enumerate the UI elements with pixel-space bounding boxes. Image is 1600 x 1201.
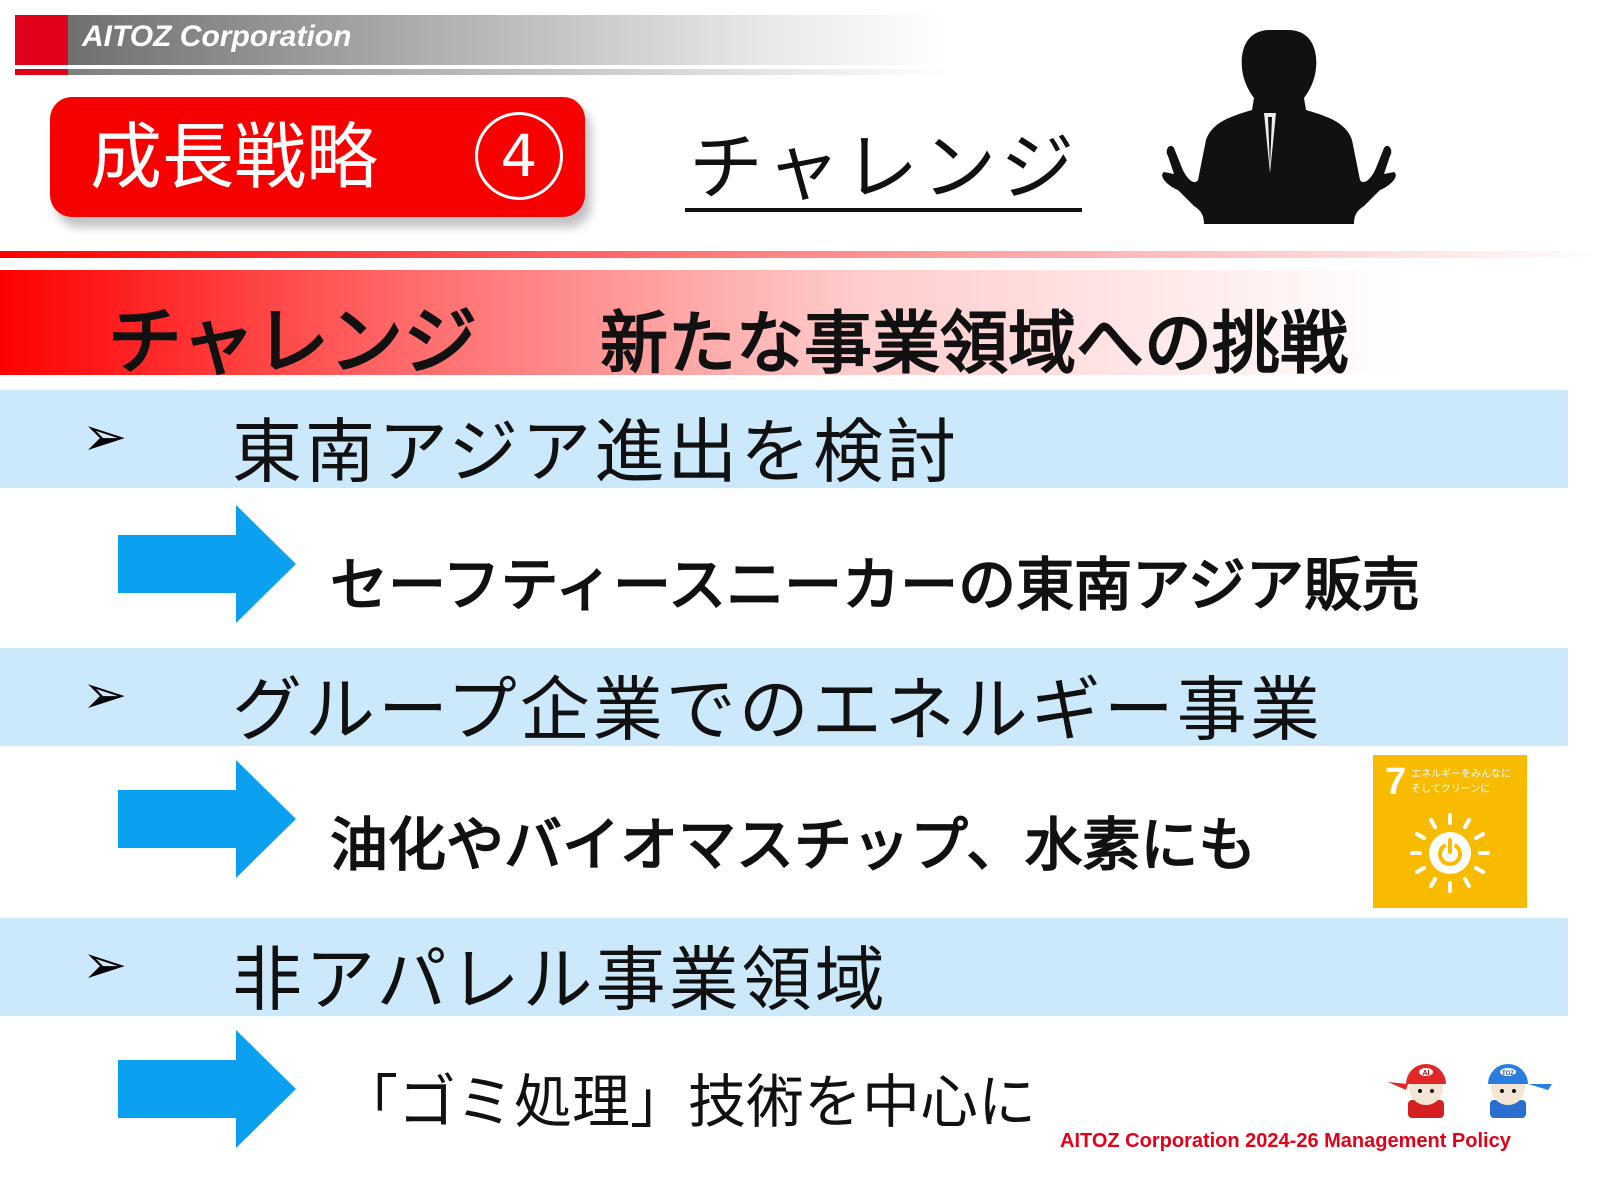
header-bar xyxy=(15,15,950,65)
banner-subtitle: 新たな事業領域への挑戦 xyxy=(600,305,1349,384)
item-heading-row xyxy=(0,390,1568,488)
page-title: チャレンジ xyxy=(685,128,1083,212)
item-heading: 非アパレル事業領域 xyxy=(232,939,888,1021)
blue-arrow-icon xyxy=(118,1030,296,1148)
header-red-block xyxy=(15,15,68,65)
banner-title: チャレンジ xyxy=(108,299,478,385)
challenge-banner xyxy=(0,270,1560,375)
footer-text: AITOZ Corporation 2024-26 Management Pol… xyxy=(1060,1130,1511,1152)
sdg-goal-7-badge: 7 エネルギーをみんなに そしてクリーンに xyxy=(1373,755,1527,908)
mascot-red-cap-text: AI xyxy=(1423,1070,1430,1077)
mascot-red: AI xyxy=(1388,1064,1446,1118)
item-heading-row xyxy=(0,648,1568,746)
red-divider xyxy=(0,251,1600,258)
badge-label: 成長戦略 xyxy=(90,115,379,199)
badge-number: 4 xyxy=(475,112,563,200)
businessman-silhouette-icon xyxy=(1162,30,1396,224)
sdg-text-line2: そしてクリーンに xyxy=(1411,784,1491,795)
blue-arrow-icon xyxy=(118,760,296,878)
mascot-characters: AI TOZ xyxy=(1388,1064,1552,1118)
bullet-arrow-icon: ➢ xyxy=(82,663,128,726)
sun-power-icon xyxy=(1410,813,1490,893)
bullet-arrow-icon: ➢ xyxy=(82,405,128,468)
item-heading: グループ企業でのエネルギー事業 xyxy=(232,669,1323,751)
bullet-arrow-icon: ➢ xyxy=(82,933,128,996)
sdg-number: 7 xyxy=(1385,761,1407,803)
header-divider-red xyxy=(15,69,68,75)
item-heading: 東南アジア進出を検討 xyxy=(232,411,960,493)
mascot-blue: TOZ xyxy=(1488,1064,1552,1118)
mascot-blue-cap-text: TOZ xyxy=(1502,1071,1514,1077)
item-heading-row xyxy=(0,918,1568,1016)
blue-arrow-icon xyxy=(118,505,296,623)
company-logo: AITOZ Corporation xyxy=(82,20,352,53)
item-detail: セーフティースニーカーの東南アジア販売 xyxy=(330,551,1420,619)
header-divider xyxy=(15,69,950,75)
sdg-text-line1: エネルギーをみんなに xyxy=(1411,769,1511,780)
item-detail: 「ゴミ処理」技術を中心に xyxy=(340,1068,1037,1136)
item-detail: 油化やバイオマスチップ、水素にも xyxy=(330,811,1257,879)
